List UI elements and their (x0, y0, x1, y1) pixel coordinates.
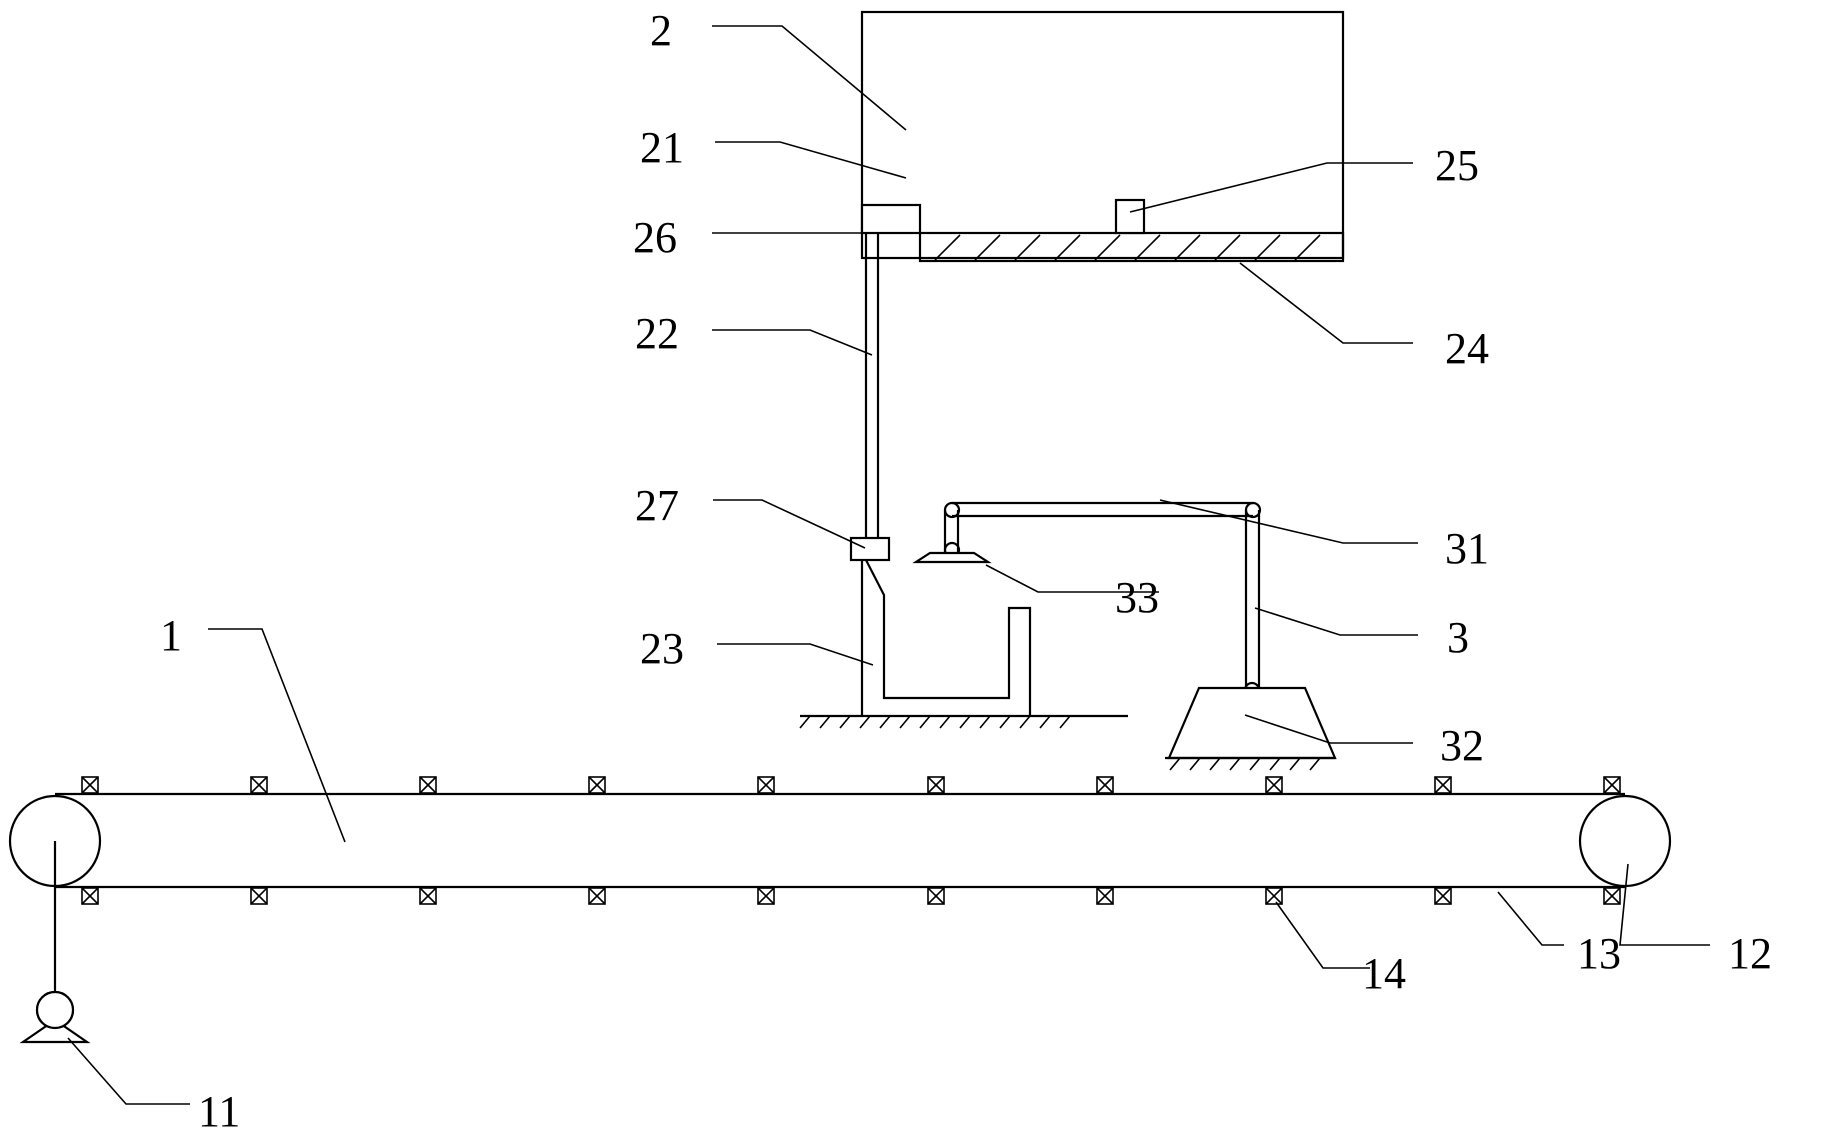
clip (927, 776, 945, 794)
ground-right (1165, 756, 1335, 771)
clip (81, 776, 99, 794)
label-25: 25 (1435, 141, 1479, 190)
clip (1096, 776, 1114, 794)
leader-lines (67, 25, 1710, 1105)
ground-left (799, 714, 1128, 729)
label-22: 22 (635, 309, 679, 358)
conveyor-clips (81, 776, 1621, 905)
label-32: 32 (1440, 721, 1484, 770)
clip (1096, 887, 1114, 905)
reference-labels: 2 21 26 22 27 23 1 25 24 31 33 3 32 12 1… (160, 6, 1772, 1135)
clip (1603, 887, 1621, 905)
label-13: 13 (1577, 929, 1621, 978)
label-3: 3 (1447, 613, 1469, 662)
clip (250, 776, 268, 794)
clip (1434, 776, 1452, 794)
clip (81, 887, 99, 905)
bottom-plate (918, 231, 1345, 263)
sensor-box (1114, 198, 1146, 235)
label-31: 31 (1445, 524, 1489, 573)
label-27: 27 (635, 481, 679, 530)
motor (19, 841, 91, 1044)
label-24: 24 (1445, 324, 1489, 373)
clip (1434, 887, 1452, 905)
clip (588, 887, 606, 905)
conveyor (8, 792, 1672, 889)
clip (1265, 776, 1283, 794)
vertical-pipe (864, 233, 880, 540)
clip (419, 887, 437, 905)
label-33: 33 (1115, 573, 1159, 622)
housing (860, 10, 1345, 260)
label-21: 21 (640, 123, 684, 172)
label-26: 26 (633, 213, 677, 262)
clip (927, 887, 945, 905)
robot-arm (912, 501, 1337, 760)
clip (419, 776, 437, 794)
collection-tank (860, 559, 1032, 716)
clip (757, 887, 775, 905)
label-14: 14 (1362, 949, 1406, 998)
driven-roller (1578, 794, 1672, 888)
label-2: 2 (650, 6, 672, 55)
clip (250, 887, 268, 905)
label-1: 1 (160, 611, 182, 660)
pump-box (860, 203, 922, 235)
clip (757, 776, 775, 794)
clip (588, 776, 606, 794)
label-11: 11 (198, 1087, 240, 1135)
label-12: 12 (1728, 929, 1772, 978)
clip (1603, 776, 1621, 794)
clip (1265, 887, 1283, 905)
valve-box (849, 536, 891, 562)
label-23: 23 (640, 624, 684, 673)
